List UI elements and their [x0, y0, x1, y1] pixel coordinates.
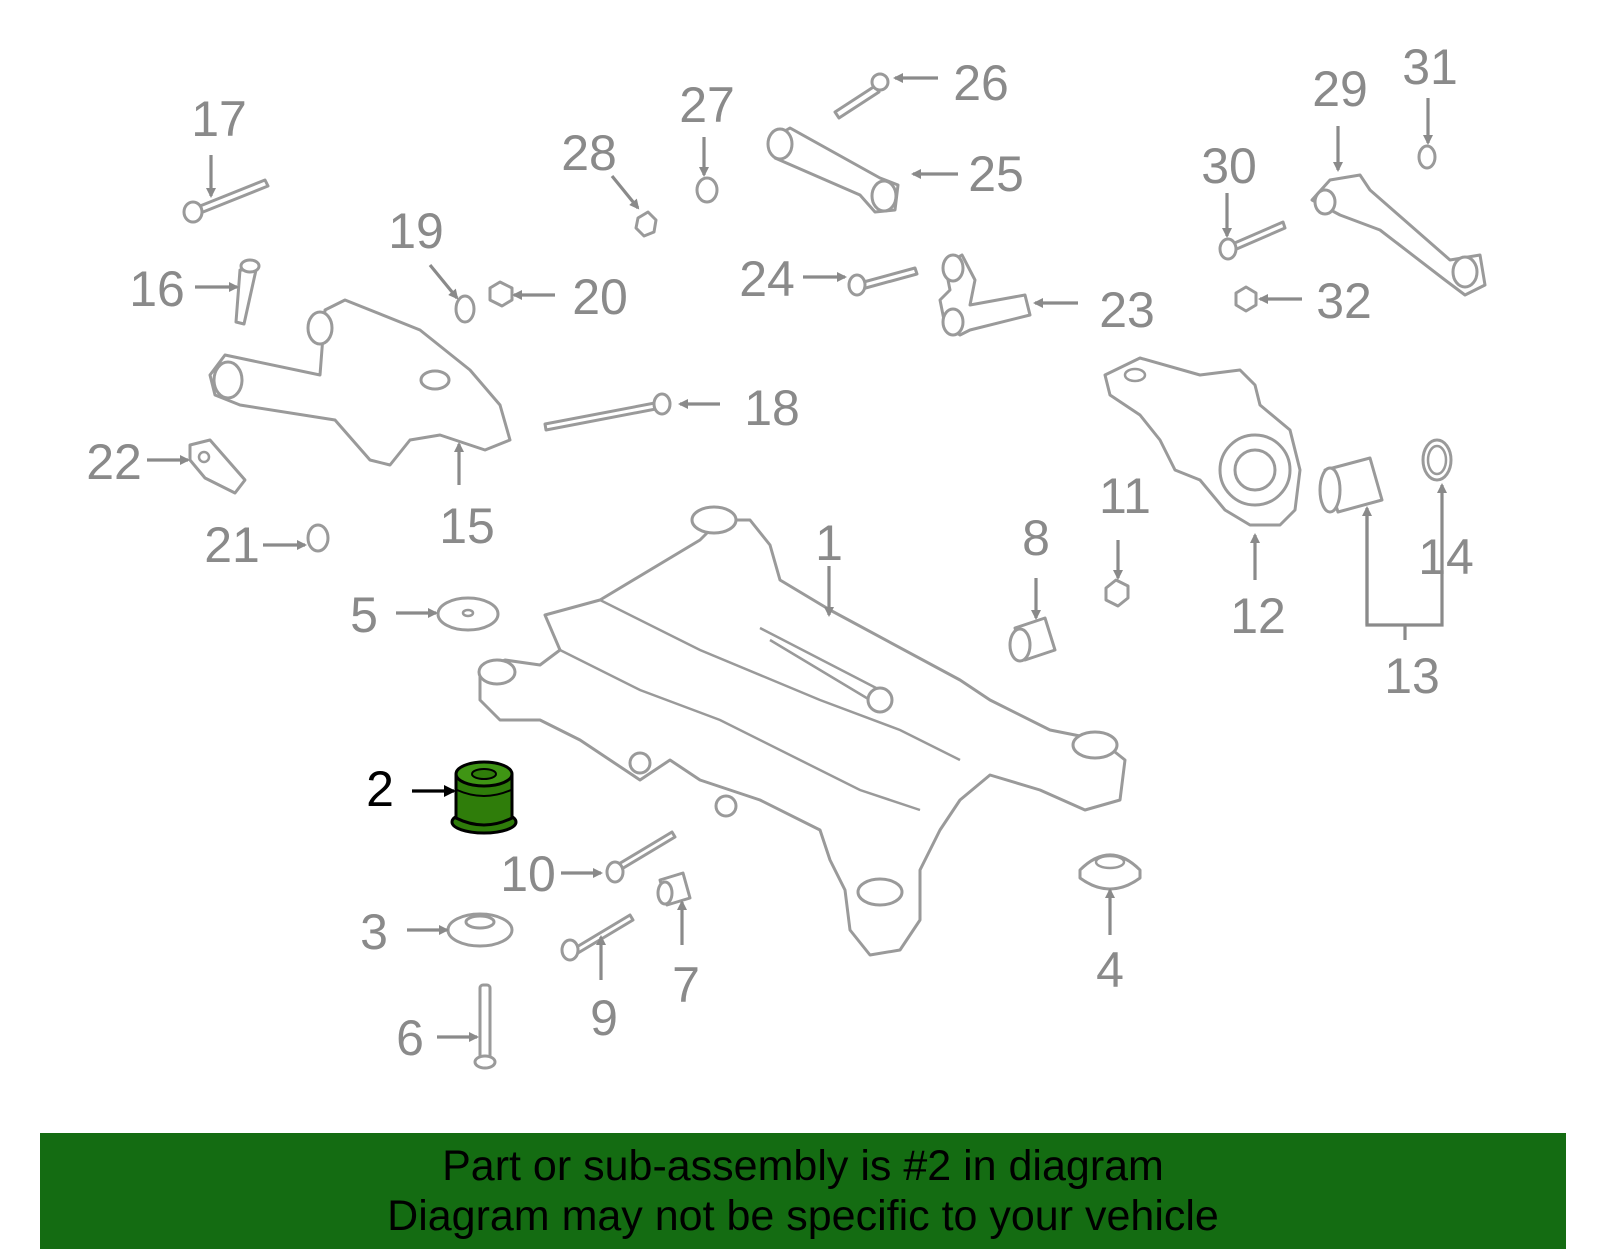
callout-7: 7 [672, 957, 700, 1013]
callout-28: 28 [561, 125, 617, 181]
callout-16: 16 [129, 261, 185, 317]
nut-part-31[interactable] [1417, 144, 1437, 170]
washer-part-19[interactable] [454, 294, 476, 324]
callout-1: 1 [815, 515, 843, 571]
callout-8: 8 [1022, 510, 1050, 566]
callout-10: 10 [500, 846, 556, 902]
nut-part-21[interactable] [306, 523, 330, 553]
nut-part-20[interactable] [488, 280, 514, 308]
callout-labels: 1 2 3 4 5 6 7 8 9 10 11 12 13 14 15 16 1… [86, 39, 1474, 1066]
bolt-part-30[interactable] [1218, 220, 1287, 261]
callout-2-highlighted: 2 [366, 761, 394, 817]
bolt-part-18[interactable] [543, 392, 672, 432]
bolt-part-9[interactable] [560, 913, 635, 962]
callout-19: 19 [388, 203, 444, 259]
callout-5: 5 [350, 587, 378, 643]
callout-14: 14 [1418, 529, 1474, 585]
banner-line-part-info: Part or sub-assembly is #2 in diagram [442, 1142, 1164, 1190]
bushing-part-13-pair[interactable] [1318, 456, 1384, 514]
bolt-part-26[interactable] [833, 72, 890, 120]
mount-plate-part-4[interactable] [1078, 853, 1142, 891]
bolt-part-24[interactable] [847, 266, 919, 297]
callout-22: 22 [86, 434, 142, 490]
callout-6: 6 [396, 1010, 424, 1066]
control-arm-part-29[interactable] [1310, 173, 1487, 297]
banner-line-disclaimer: Diagram may not be specific to your vehi… [387, 1192, 1219, 1240]
callout-29: 29 [1312, 61, 1368, 117]
callout-17: 17 [191, 91, 247, 147]
callout-31: 31 [1402, 39, 1458, 95]
bolt-part-10[interactable] [605, 830, 677, 884]
callout-26: 26 [953, 55, 1009, 111]
damper-washer-part-3[interactable] [446, 912, 514, 948]
washer-part-5[interactable] [436, 596, 500, 632]
callout-9: 9 [590, 990, 618, 1046]
callout-18: 18 [744, 380, 800, 436]
callout-23: 23 [1099, 282, 1155, 338]
callout-12: 12 [1230, 588, 1286, 644]
nut-part-28[interactable] [634, 210, 658, 238]
nut-part-11[interactable] [1104, 578, 1130, 608]
bolt-part-6[interactable] [473, 983, 497, 1070]
link-part-23[interactable] [938, 253, 1032, 337]
callout-15: 15 [439, 498, 495, 554]
rear-subframe-part[interactable] [477, 505, 1127, 957]
callout-24: 24 [739, 251, 795, 307]
control-arm-part-15[interactable] [208, 298, 512, 467]
nut-part-32[interactable] [1234, 285, 1258, 313]
subframe-bushing-highlighted[interactable] [450, 760, 518, 835]
bushing-part-8[interactable] [1008, 616, 1057, 663]
callout-32: 32 [1316, 273, 1372, 329]
callout-21: 21 [204, 517, 260, 573]
callout-13: 13 [1384, 648, 1440, 704]
callout-30: 30 [1201, 138, 1257, 194]
callout-20: 20 [572, 269, 628, 325]
wheel-carrier-part-12[interactable] [1103, 356, 1302, 527]
leader-arrows [147, 73, 1447, 1042]
seal-ring-part-14[interactable] [1421, 438, 1453, 482]
callout-25: 25 [968, 146, 1024, 202]
callout-4: 4 [1096, 942, 1124, 998]
seal-ring-part-27[interactable] [695, 176, 719, 204]
callout-3: 3 [360, 904, 388, 960]
bushing-part-7[interactable] [656, 871, 692, 907]
control-arm-part-25[interactable] [766, 126, 900, 214]
bracket-part-22[interactable] [188, 438, 247, 495]
bolt-part-16[interactable] [234, 258, 261, 326]
bolt-part-17[interactable] [182, 178, 270, 224]
callout-11: 11 [1099, 468, 1151, 524]
callout-27: 27 [679, 77, 735, 133]
info-banner: Part or sub-assembly is #2 in diagram Di… [40, 1133, 1566, 1249]
